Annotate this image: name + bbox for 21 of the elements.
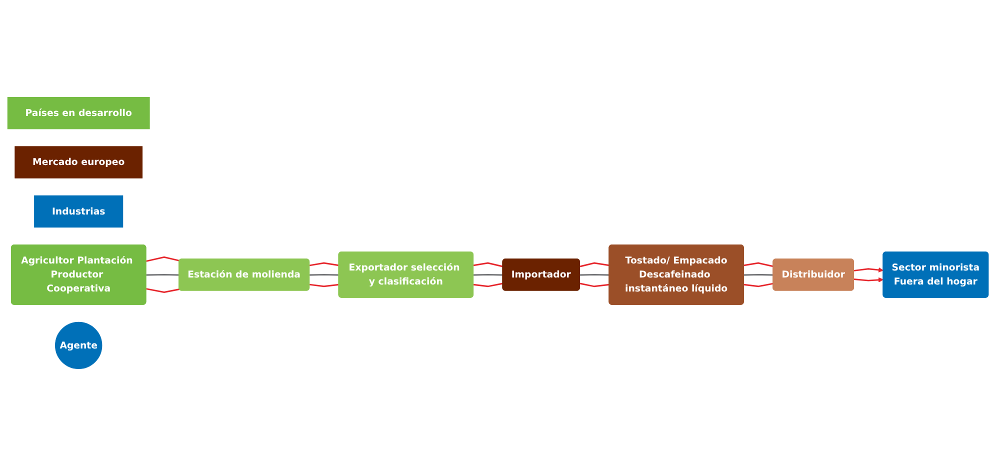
connector	[309, 284, 339, 288]
connector	[744, 262, 774, 268]
connector	[473, 262, 503, 268]
node-box: Países en desarrollo	[7, 96, 150, 130]
connector	[146, 256, 180, 262]
connector	[580, 282, 610, 288]
connector	[474, 274, 503, 276]
connector	[146, 274, 180, 276]
arrow	[854, 277, 884, 282]
node-box: Mercado europeo	[14, 146, 143, 178]
connector	[310, 274, 339, 276]
connector	[146, 288, 180, 294]
node-box: Industrias	[34, 195, 124, 228]
connector	[580, 274, 610, 276]
connector	[744, 282, 774, 288]
connector	[744, 274, 774, 276]
node-circle: Agente	[55, 322, 102, 370]
connector	[309, 262, 339, 266]
connector	[580, 262, 610, 268]
arrow	[854, 267, 884, 272]
connector	[473, 282, 503, 288]
